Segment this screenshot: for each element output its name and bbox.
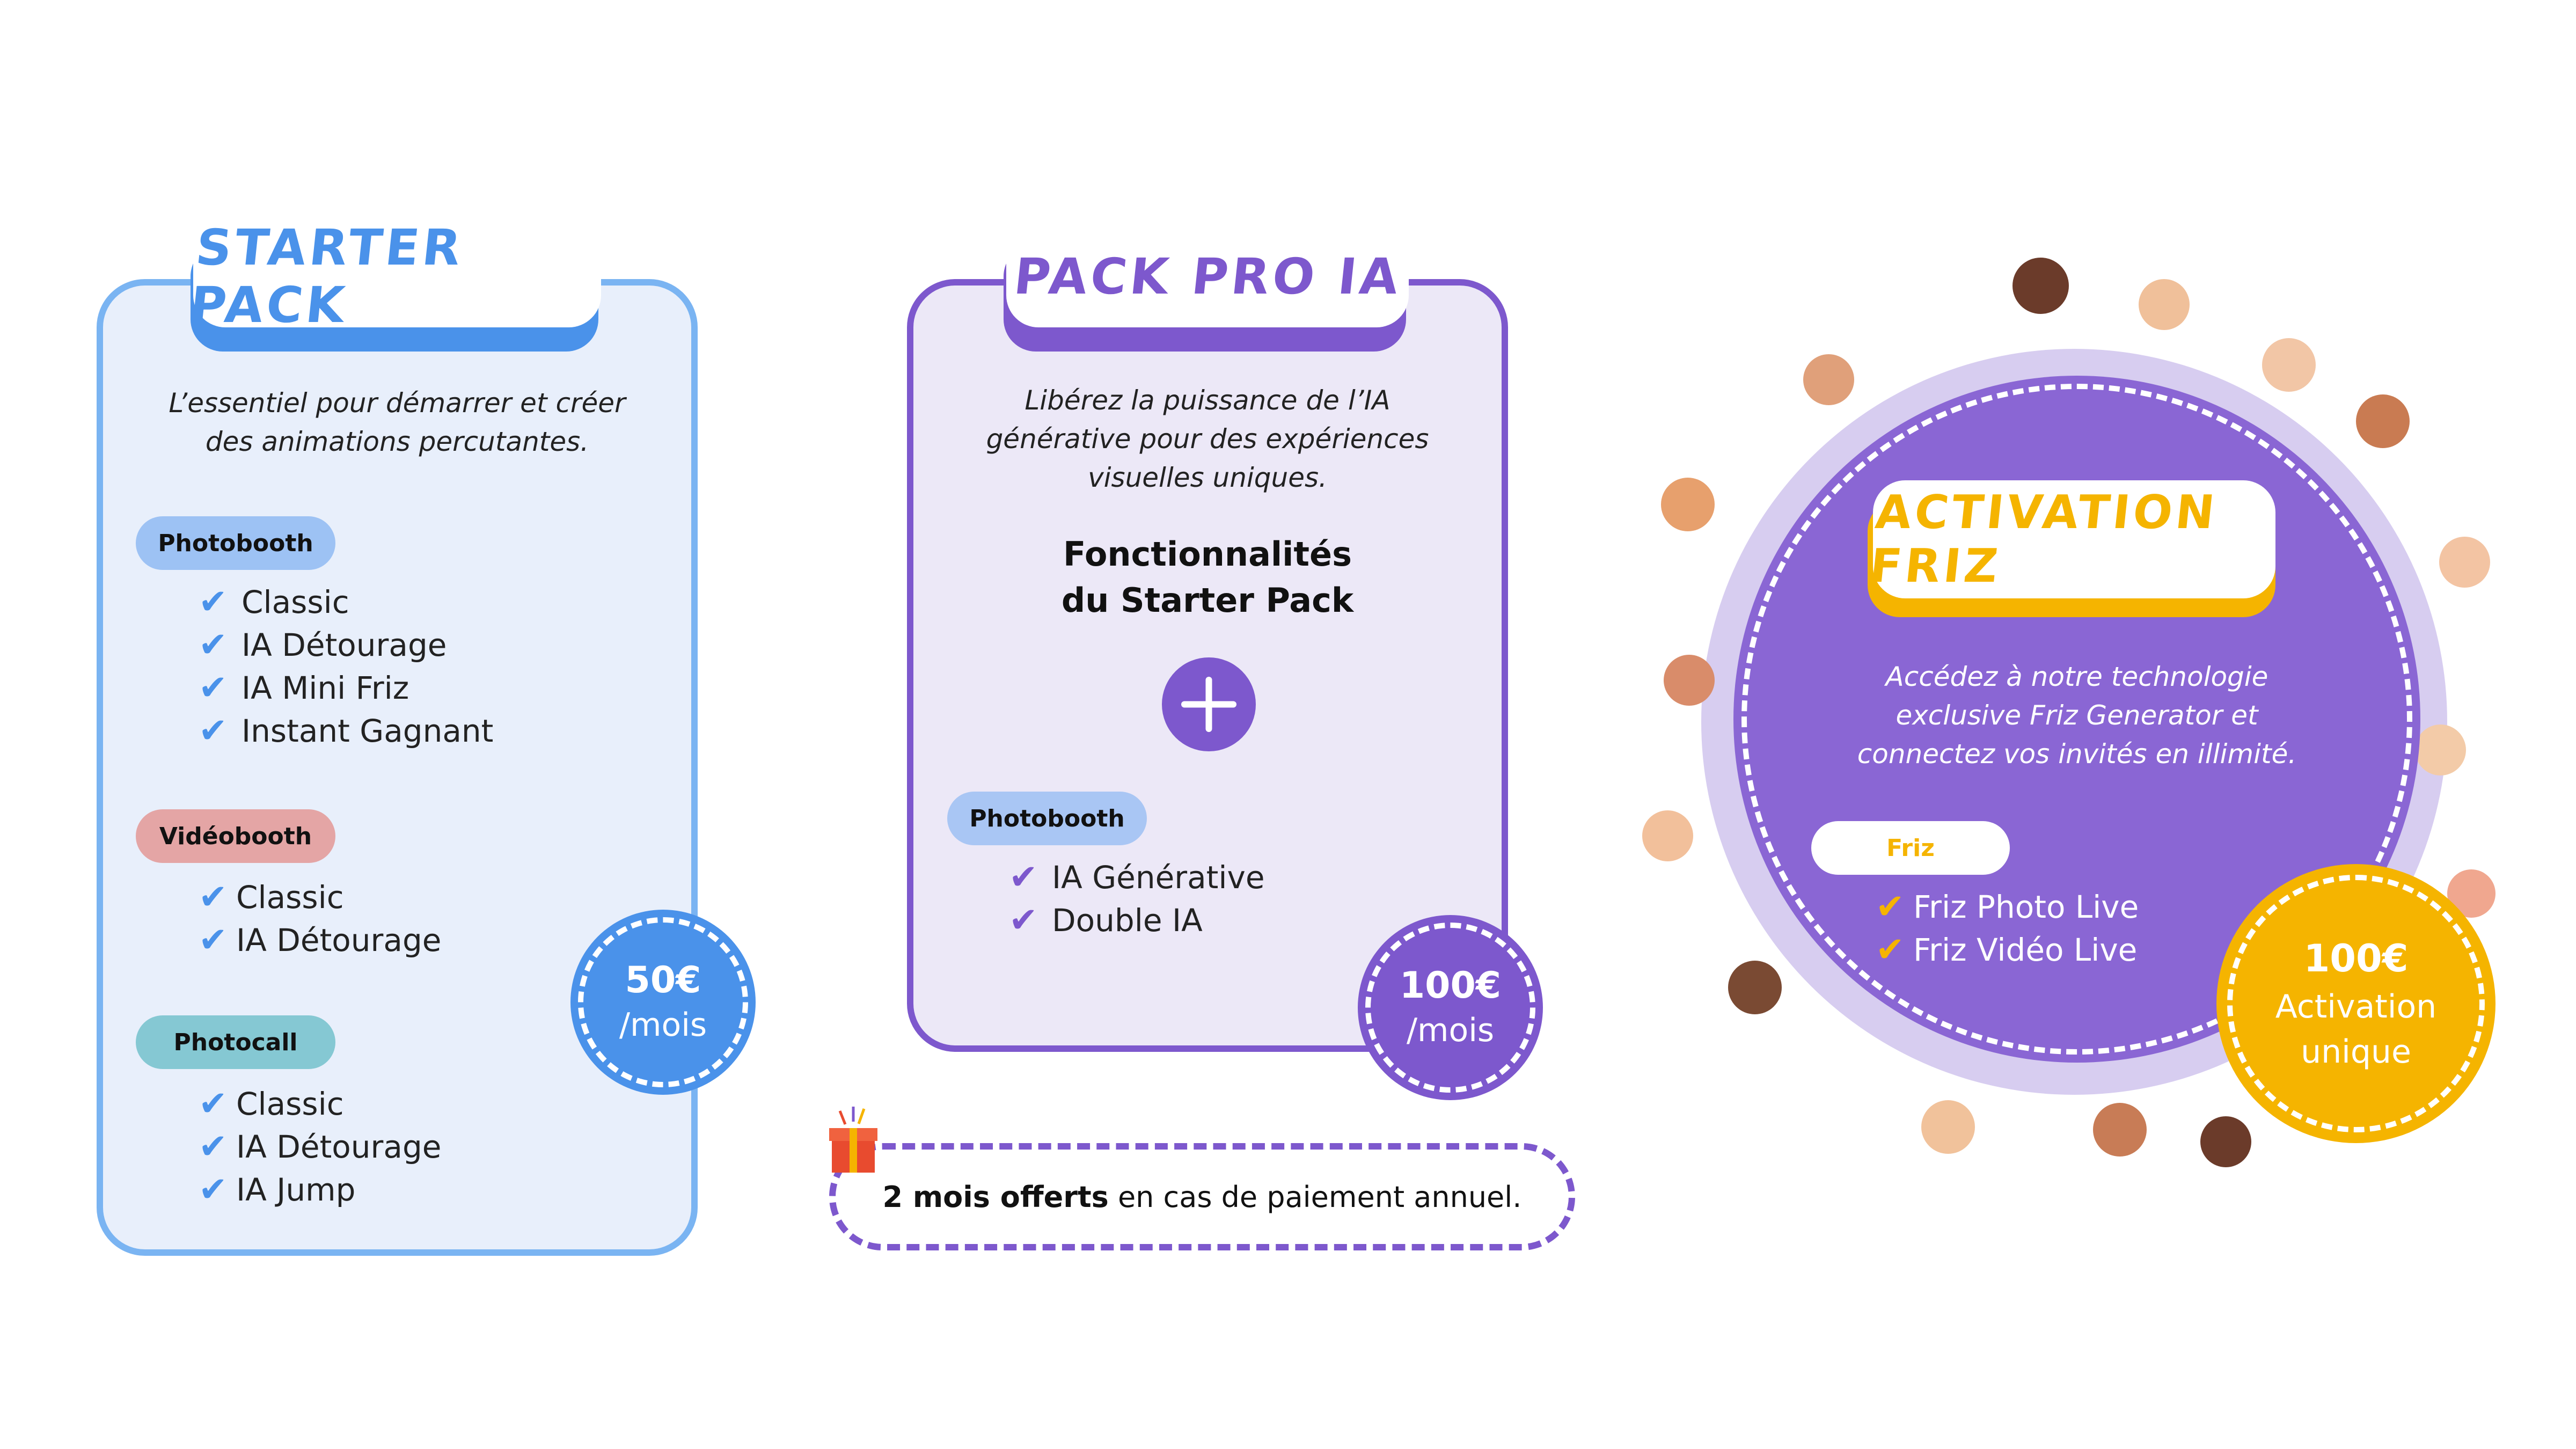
starter-price-unit: /mois [619, 1006, 707, 1044]
starter-videobooth-pill: Vidéobooth [136, 809, 335, 863]
friz-price-badge: 100€ Activation unique [2216, 864, 2496, 1143]
offer-text-bold: 2 mois offerts [882, 1180, 1109, 1214]
check-icon: ✔ [199, 711, 228, 751]
starter-photocall-pill: Photocall [136, 1015, 335, 1069]
annual-offer-banner: 2 mois offerts en cas de paiement annuel… [829, 1143, 1575, 1250]
friz-description: Accédez à notre technologie exclusive Fr… [1787, 657, 2367, 773]
check-icon: ✔ [1009, 858, 1038, 897]
list-item: ✔Friz Vidéo Live [1876, 930, 2138, 970]
check-icon: ✔ [199, 625, 228, 665]
friz-list: ✔Friz Photo Live ✔Friz Vidéo Live [1876, 885, 2139, 971]
list-item: ✔Friz Photo Live [1876, 887, 2139, 927]
person-avatar [1728, 961, 1782, 1014]
person-avatar [2093, 1103, 2147, 1157]
starter-photobooth-pill: Photobooth [136, 516, 335, 570]
friz-title: ACTIVATION FRIZ [1867, 486, 2221, 593]
pro-description-line-3: visuelles uniques. [1088, 462, 1327, 493]
starter-description: L’essentiel pour démarrer et créer des a… [118, 384, 676, 461]
check-icon: ✔ [199, 668, 228, 708]
person-avatar [2415, 724, 2466, 775]
list-item: ✔Instant Gagnant [199, 711, 494, 751]
list-item: ✔IA Détourage [199, 920, 442, 960]
person-avatar [1661, 478, 1715, 531]
check-icon: ✔ [199, 877, 228, 917]
pro-price-badge: 100€ /mois [1358, 915, 1543, 1100]
badge-dashed-ring [2227, 875, 2485, 1132]
starter-pack-title: STARTER PACK [187, 219, 467, 334]
check-icon: ✔ [199, 1084, 228, 1124]
check-icon: ✔ [1009, 901, 1038, 940]
person-avatar [1664, 655, 1715, 706]
pro-pack-title-tab: PACK PRO IA [1006, 225, 1409, 327]
list-item: ✔IA Jump [199, 1170, 356, 1210]
offer-text: 2 mois offerts en cas de paiement annuel… [883, 1180, 1522, 1214]
starter-description-line-1: L’essentiel pour démarrer et créer [169, 387, 626, 419]
check-icon: ✔ [199, 920, 228, 960]
pro-features-heading: Fonctionnalités du Starter Pack [928, 531, 1487, 624]
plus-icon-svg [1181, 677, 1236, 732]
pro-price: 100€ [1399, 964, 1502, 1007]
starter-price-badge: 50€ /mois [570, 910, 756, 1095]
person-avatar [1921, 1100, 1975, 1154]
list-item: ✔Double IA [1009, 901, 1203, 940]
starter-photobooth-list: ✔Classic ✔IA Détourage ✔IA Mini Friz ✔In… [199, 581, 493, 752]
pro-features-line-1: Fonctionnalités [1063, 535, 1352, 574]
list-item: ✔IA Détourage [199, 1127, 442, 1167]
friz-price-unit-2: unique [2301, 1033, 2411, 1071]
person-avatar [2139, 279, 2190, 330]
pro-features-line-2: du Starter Pack [1061, 581, 1354, 620]
starter-pack-title-tab: STARTER PACK [187, 219, 601, 334]
check-icon: ✔ [1876, 887, 1905, 927]
friz-dashed-ring [1741, 384, 2412, 1055]
starter-description-line-2: des animations percutantes. [205, 426, 589, 457]
pro-photobooth-list: ✔IA Générative ✔Double IA [1009, 856, 1265, 942]
list-item: ✔IA Générative [1009, 858, 1265, 897]
person-avatar [2439, 537, 2490, 588]
person-avatar [1803, 354, 1854, 405]
friz-price: 100€ [2303, 936, 2409, 980]
pro-photobooth-pill: Photobooth [947, 792, 1147, 845]
check-icon: ✔ [199, 1127, 228, 1167]
badge-dashed-ring [578, 917, 748, 1087]
person-avatar [2356, 394, 2410, 448]
friz-price-unit-1: Activation [2275, 988, 2437, 1026]
gift-icon [824, 1106, 883, 1175]
check-icon: ✔ [199, 1170, 228, 1210]
plus-icon [1162, 657, 1256, 751]
badge-dashed-ring [1365, 923, 1535, 1093]
list-item: ✔Classic [199, 582, 349, 622]
pro-price-unit: /mois [1406, 1011, 1495, 1049]
starter-photocall-list: ✔Classic ✔IA Détourage ✔IA Jump [199, 1082, 441, 1211]
pro-description: Libérez la puissance de l’IA générative … [928, 381, 1487, 497]
person-avatar [2262, 338, 2316, 392]
starter-price: 50€ [625, 958, 701, 1001]
check-icon: ✔ [1876, 930, 1905, 970]
pro-description-line-2: générative pour des expériences [986, 423, 1429, 455]
list-item: ✔Classic [199, 1084, 344, 1124]
starter-pack-card [97, 279, 698, 1256]
check-icon: ✔ [199, 582, 228, 622]
friz-pill: Friz [1811, 821, 2010, 875]
person-avatar [1642, 810, 1693, 861]
person-avatar [2012, 258, 2069, 314]
list-item: ✔Classic [199, 877, 344, 917]
person-avatar [2200, 1116, 2251, 1167]
pro-description-line-1: Libérez la puissance de l’IA [1024, 385, 1391, 416]
pro-pack-title: PACK PRO IA [1011, 247, 1404, 305]
offer-text-rest: en cas de paiement annuel. [1108, 1180, 1522, 1214]
friz-description-line-3: connectez vos invités en illimité. [1857, 738, 2297, 770]
starter-videobooth-list: ✔Classic ✔IA Détourage [199, 876, 441, 962]
gift-icon-svg [829, 1107, 877, 1173]
list-item: ✔IA Détourage [199, 625, 447, 665]
friz-description-line-1: Accédez à notre technologie [1885, 661, 2268, 692]
friz-title-tab: ACTIVATION FRIZ [1867, 480, 2275, 598]
list-item: ✔IA Mini Friz [199, 668, 409, 708]
friz-description-line-2: exclusive Friz Generator et [1896, 700, 2258, 731]
